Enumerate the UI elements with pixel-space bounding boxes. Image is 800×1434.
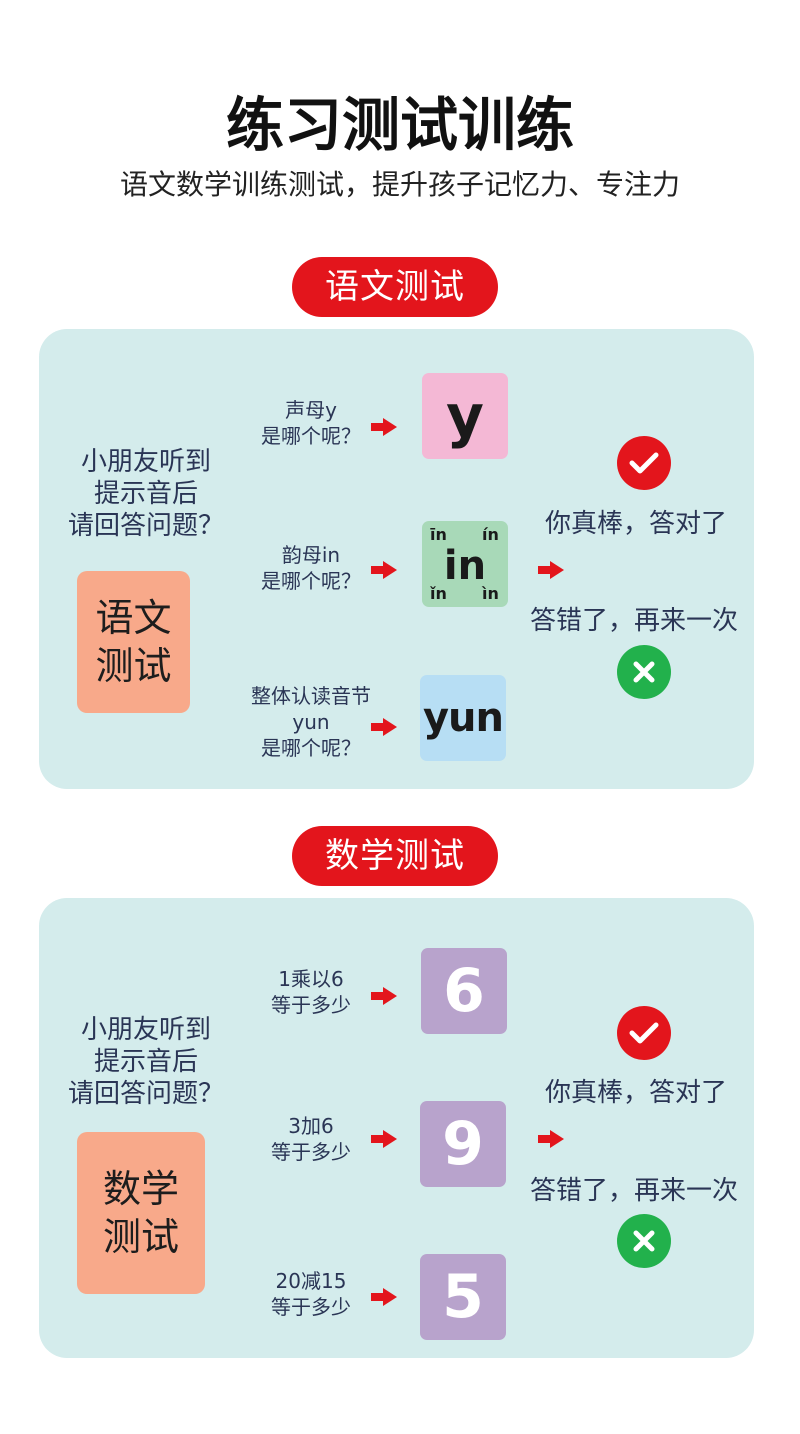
question-line: 声母y <box>285 398 337 422</box>
prompt-line: 提示音后 <box>93 479 198 509</box>
correct-feedback: 你真棒，答对了 <box>545 1078 728 1108</box>
question-line: yun <box>292 710 330 734</box>
tag-line: 测试 <box>102 1215 179 1259</box>
cross-icon <box>617 645 671 699</box>
section-pill-chinese: 语文测试 <box>292 257 498 317</box>
prompt-line: 小朋友听到 <box>80 1015 211 1045</box>
tone-label: īn <box>430 525 447 544</box>
answer-card-y[interactable]: y <box>422 373 508 459</box>
tone-label: ín <box>482 525 499 544</box>
chinese-tag: 语文 测试 <box>77 571 190 713</box>
cross-icon <box>617 1214 671 1268</box>
answer-card-6[interactable]: 6 <box>421 948 507 1034</box>
chinese-prompt: 小朋友听到 提示音后 请回答问题？ <box>60 446 232 542</box>
check-icon <box>617 1006 671 1060</box>
right-arrow-icon <box>371 561 397 579</box>
answer-card-5[interactable]: 5 <box>420 1254 506 1340</box>
question-label: 1乘以6 等于多少 <box>226 966 396 1018</box>
tag-line: 语文 <box>95 596 172 640</box>
correct-feedback: 你真棒，答对了 <box>545 509 728 539</box>
right-arrow-icon <box>371 718 397 736</box>
tone-label: ìn <box>482 584 499 603</box>
question-line: 1乘以6 <box>278 967 344 991</box>
right-arrow-icon <box>371 418 397 436</box>
question-line: 韵母in <box>281 543 341 567</box>
question-line: 等于多少 <box>271 993 351 1017</box>
math-tag: 数学 测试 <box>77 1132 205 1294</box>
question-line: 是哪个呢？ <box>261 736 361 760</box>
question-line: 等于多少 <box>271 1140 351 1164</box>
right-arrow-icon <box>371 1288 397 1306</box>
question-line: 是哪个呢？ <box>261 424 361 448</box>
right-arrow-icon <box>538 561 564 579</box>
right-arrow-icon <box>538 1130 564 1148</box>
check-icon <box>617 436 671 490</box>
question-line: 等于多少 <box>271 1295 351 1319</box>
prompt-line: 请回答问题？ <box>67 1079 224 1109</box>
question-label: 3加6 等于多少 <box>226 1113 396 1165</box>
answer-card-in[interactable]: īn ín in ǐn ìn <box>422 521 508 607</box>
answer-card-9[interactable]: 9 <box>420 1101 506 1187</box>
answer-text: in <box>443 543 487 589</box>
section-pill-math: 数学测试 <box>292 826 498 886</box>
question-line: 20减15 <box>275 1269 347 1293</box>
tone-label: ǐn <box>430 584 447 603</box>
math-prompt: 小朋友听到 提示音后 请回答问题？ <box>60 1014 232 1110</box>
question-label: 韵母in 是哪个呢？ <box>226 542 396 594</box>
question-label: 整体认读音节 yun 是哪个呢？ <box>226 683 396 761</box>
tag-line: 数学 <box>102 1167 179 1211</box>
prompt-line: 提示音后 <box>93 1047 198 1077</box>
page-subtitle: 语文数学训练测试，提升孩子记忆力、专注力 <box>119 168 680 201</box>
page-title: 练习测试训练 <box>225 91 574 159</box>
question-line: 是哪个呢？ <box>261 569 361 593</box>
answer-card-yun[interactable]: yun <box>420 675 506 761</box>
question-line: 整体认读音节 <box>251 684 371 708</box>
question-label: 20减15 等于多少 <box>226 1268 396 1320</box>
wrong-feedback: 答错了，再来一次 <box>530 606 739 636</box>
prompt-line: 请回答问题？ <box>67 511 224 541</box>
question-label: 声母y 是哪个呢？ <box>226 397 396 449</box>
question-line: 3加6 <box>288 1114 334 1138</box>
tag-line: 测试 <box>95 644 172 688</box>
right-arrow-icon <box>371 987 397 1005</box>
right-arrow-icon <box>371 1130 397 1148</box>
prompt-line: 小朋友听到 <box>80 447 211 477</box>
wrong-feedback: 答错了，再来一次 <box>530 1176 739 1206</box>
